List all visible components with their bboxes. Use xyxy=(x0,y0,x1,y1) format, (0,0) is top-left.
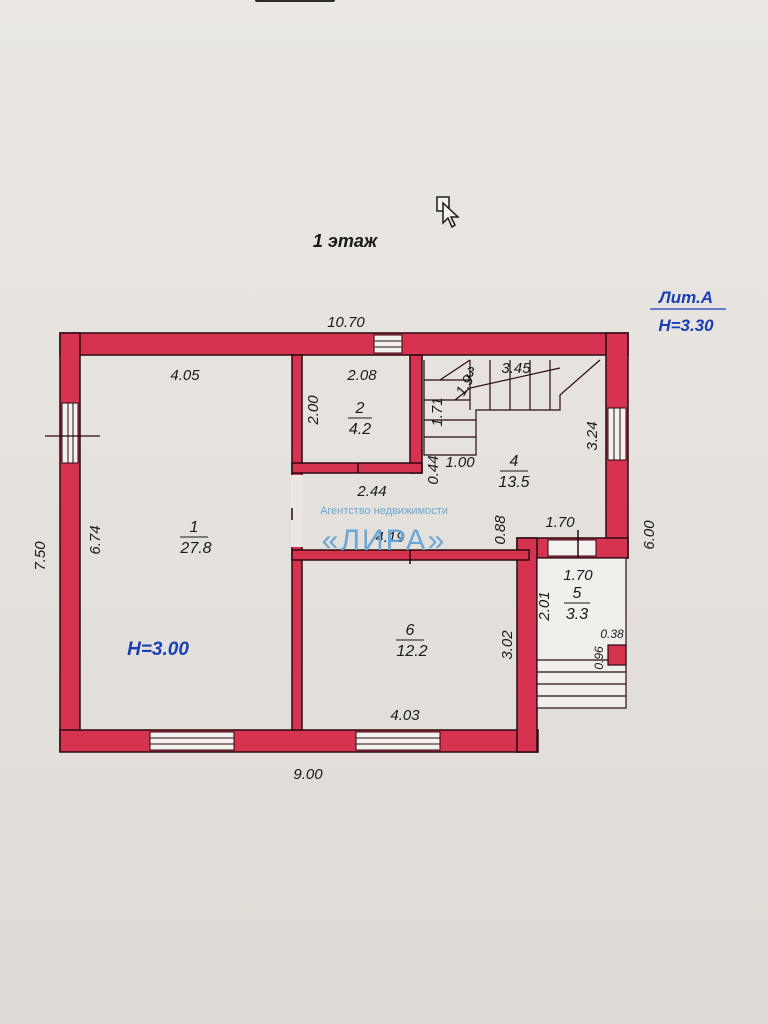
dim-hall-100: 1.00 xyxy=(445,454,475,471)
dim-bottom-overall: 9.00 xyxy=(293,766,323,783)
room-4: 4 13.5 xyxy=(498,453,529,491)
wall-top xyxy=(59,332,629,356)
dim-room6-bottom: 4.03 xyxy=(390,707,420,724)
dim-room1-top: 4.05 xyxy=(170,367,200,384)
dim-hall-044: 0.44 xyxy=(425,455,442,484)
room-2-area: 4.2 xyxy=(349,421,371,438)
room-2: 2 4.2 xyxy=(348,400,372,438)
dim-room5-038: 0.38 xyxy=(600,627,624,641)
door-marks xyxy=(357,463,579,564)
room-1: 1 27.8 xyxy=(179,519,211,557)
dim-room5-left: 2.01 xyxy=(536,591,553,621)
dim-room5-top: 1.70 xyxy=(563,567,593,584)
wall-room2-bottom xyxy=(291,462,423,474)
dim-hall-right: 3.24 xyxy=(584,421,601,450)
staircase xyxy=(423,359,601,456)
liter-height: H=3.30 xyxy=(658,316,714,335)
wall-vestibule-right xyxy=(516,537,538,753)
room-5-area: 3.3 xyxy=(566,606,588,623)
ceiling-height: H=3.00 xyxy=(127,639,189,660)
room-1-area: 27.8 xyxy=(179,540,211,557)
window-top xyxy=(373,334,403,354)
vestibule xyxy=(536,557,627,709)
watermark-agency: Агентство недвижимости xyxy=(320,505,448,517)
room-4-number: 4 xyxy=(510,453,519,470)
room-5: 5 3.3 xyxy=(564,585,590,623)
window-bottom-left xyxy=(149,731,235,751)
dim-top-overall: 10.70 xyxy=(327,314,365,331)
dim-room2-left: 2.00 xyxy=(305,395,322,426)
room-6: 6 12.2 xyxy=(396,622,428,660)
labels: 1 этаж Лит.А H=3.30 10.70 9.00 7.50 6.00… xyxy=(32,231,726,783)
wall-bottom xyxy=(59,729,539,753)
window-hall-bottom xyxy=(547,539,597,557)
dim-room2-top: 2.08 xyxy=(346,367,377,384)
watermark-brand: «ЛИРА» xyxy=(322,524,447,557)
floor-title: 1 этаж xyxy=(313,231,379,251)
wall-left xyxy=(59,332,81,752)
corridor-opening xyxy=(291,475,303,547)
dim-room5-096: 0.96 xyxy=(592,646,606,670)
room-1-number: 1 xyxy=(190,519,199,536)
dim-left-overall: 7.50 xyxy=(32,541,49,571)
dim-stair-b: 1.9 xyxy=(453,372,478,399)
liter-name: Лит.А xyxy=(657,288,713,307)
dim-right-overall: 6.00 xyxy=(641,520,658,550)
window-bottom-right xyxy=(355,731,441,751)
dim-stair-c: 1.71 xyxy=(429,397,446,426)
room-5-number: 5 xyxy=(573,585,582,602)
dim-corridor-419: 4.19 xyxy=(375,529,405,546)
wall-room2-right xyxy=(409,354,423,474)
windows xyxy=(61,334,627,751)
window-left xyxy=(61,402,79,464)
top-edge-mark xyxy=(255,0,335,2)
room-6-area: 12.2 xyxy=(396,643,427,660)
room-2-number: 2 xyxy=(355,400,365,417)
dim-room6-right: 3.02 xyxy=(499,630,516,660)
dim-room1-left: 6.74 xyxy=(87,525,104,554)
dim-stair-a: 3 xyxy=(466,364,475,381)
window-right xyxy=(607,407,627,461)
room-6-number: 6 xyxy=(406,622,415,639)
mouse-pointer-icon xyxy=(436,196,460,229)
dim-hall-088: 0.88 xyxy=(492,515,509,545)
dim-hall-170: 1.70 xyxy=(545,514,575,531)
dim-stair-width: 3.45 xyxy=(501,360,531,377)
room-4-area: 13.5 xyxy=(498,474,529,491)
dim-corridor-244: 2.44 xyxy=(356,483,386,500)
